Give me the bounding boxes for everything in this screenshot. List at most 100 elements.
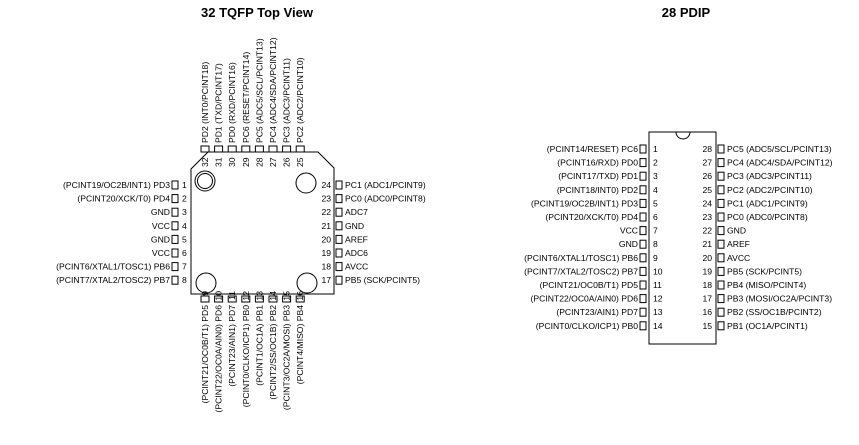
tqfp-pin-label: (PCINT0/CLKO/ICP1) PB0 [241, 305, 251, 407]
tqfp-pin-number: 32 [200, 157, 210, 167]
pdip-pin-label: (PCINT21/OC0B/T1) PD5 [540, 280, 639, 290]
pdip-pin-number: 9 [653, 253, 658, 263]
pdip-pin-label: (PCINT16/RXD) PD0 [557, 158, 638, 168]
pdip-pin-pad [639, 185, 647, 195]
tqfp-pin-number: 28 [254, 157, 264, 167]
tqfp-pin-number: 10 [214, 291, 224, 301]
pdip-pin-pad [717, 198, 725, 208]
tqfp-pin-pad [282, 295, 292, 303]
tqfp-pin-label: PB5 (SCK/PCINT5) [345, 275, 420, 285]
tqfp-pin-pad [335, 194, 343, 204]
tqfp-pin-number: 22 [321, 207, 331, 217]
tqfp-pin-label: ADC6 [345, 248, 368, 258]
pdip-pin-number: 4 [653, 185, 658, 195]
pdip-pin-number: 11 [653, 280, 662, 290]
pdip-pin-pad [717, 280, 725, 290]
tqfp-pin-pad [241, 145, 251, 153]
tqfp-pin-label: (PCINT23/AIN1) PD7 [227, 305, 237, 387]
tqfp-pin-number: 1 [182, 180, 187, 190]
pdip-pin-number: 8 [653, 239, 658, 249]
tqfp-pin-pad [335, 262, 343, 272]
pdip-pin-number: 3 [653, 171, 658, 181]
pdip-pin-label: PC3 (ADC3/PCINT11) [727, 171, 812, 181]
pdip-pin-pad [717, 266, 725, 276]
tqfp-title: 32 TQFP Top View [201, 5, 314, 20]
pdip-pin-number: 25 [702, 185, 712, 195]
tqfp-pin-pad [227, 295, 237, 303]
pdip-body [648, 131, 717, 345]
pdip-pin-number: 16 [702, 307, 712, 317]
tqfp-pin-number: 6 [182, 248, 187, 258]
tqfp-pin-label: (PCINT20/XCK/T0) PD4 [77, 194, 170, 204]
tqfp-pin-label: (PCINT19/OC2B/INT1) PD3 [63, 180, 170, 190]
pdip-pin-number: 12 [653, 294, 663, 304]
tqfp-pin-label: (PCINT6/XTAL1/TOSC1) PB6 [56, 262, 170, 272]
tqfp-pin-number: 15 [282, 291, 292, 301]
pdip-pin-label: (PCINT7/XTAL2/TOSC2) PB7 [524, 266, 638, 276]
pdip-pin-label: (PCINT23/AIN1) PD7 [556, 307, 638, 317]
tqfp-pin-label: ADC7 [345, 207, 368, 217]
pdip-pin-pad [639, 198, 647, 208]
pdip-pin-pad [639, 280, 647, 290]
pdip-pin-pad [639, 171, 647, 181]
tqfp-pin-pad [214, 145, 224, 153]
tqfp-pin-pad [295, 145, 305, 153]
tqfp-pin-number: 31 [214, 157, 224, 167]
pdip-pin-pad [717, 307, 725, 317]
tqfp-pin-label: AVCC [345, 262, 368, 272]
pdip-pin-pad [717, 212, 725, 222]
tqfp-pin-label: GND [345, 221, 364, 231]
tqfp-pin-pad [335, 275, 343, 285]
pdip-pin-number: 10 [653, 266, 663, 276]
pdip-pin-number: 18 [702, 280, 712, 290]
tqfp-corner-dot-bl [195, 272, 217, 294]
tqfp-pin-label: PD2 (INT0/PCINT18) [200, 62, 210, 143]
tqfp-pin-pad [295, 295, 305, 303]
tqfp-pin-number: 29 [241, 157, 251, 167]
pdip-pin-label: VCC [620, 226, 638, 236]
tqfp-pin-label: (PCINT3/OC2A/MOSI) PB3 [282, 305, 292, 410]
tqfp-pin-number: 30 [227, 157, 237, 167]
tqfp-pin-label: GND [151, 234, 170, 244]
pdip-pin-pad [717, 253, 725, 263]
pdip-pin-label: (PCINT18/INT0) PD2 [557, 185, 638, 195]
pdip-pin-pad [717, 321, 725, 331]
tqfp-pin-number: 7 [182, 262, 187, 272]
tqfp-pin-number: 24 [321, 180, 331, 190]
pdip-pin-label: (PCINT17/TXD) PD1 [558, 171, 638, 181]
tqfp-pin-pad [254, 295, 264, 303]
tqfp-pin-pad [171, 248, 179, 258]
pdip-pin-label: PC4 (ADC4/SDA/PCINT12) [727, 158, 833, 168]
tqfp-pin-label: PC2 (ADC2/PCINT10) [295, 57, 305, 143]
pdip-pin-label: PB3 (MOSI/OC2A/PCINT3) [727, 294, 832, 304]
pdip-pin-number: 27 [702, 158, 712, 168]
pdip-pin-label: AVCC [727, 253, 750, 263]
pdip-pin-number: 28 [702, 144, 712, 154]
pdip-pin-pad [639, 307, 647, 317]
pdip-pin-number: 24 [702, 198, 712, 208]
tqfp-pin-number: 9 [200, 291, 210, 296]
pdip-pin-pad [717, 239, 725, 249]
tqfp-pin-number: 13 [254, 291, 264, 301]
tqfp-pin-number: 5 [182, 234, 187, 244]
pdip-pin-pad [639, 294, 647, 304]
pdip-pin-pad [639, 144, 647, 154]
tqfp-pin-pad [171, 262, 179, 272]
pdip-pin-label: GND [619, 239, 638, 249]
tqfp-pin-label: (PCINT4/MISO) PB4 [295, 305, 305, 384]
pdip-pin-number: 6 [653, 212, 658, 222]
pdip-pin-pad [639, 212, 647, 222]
tqfp-pin-number: 8 [182, 275, 187, 285]
pdip-pin-label: PB2 (SS/OC1B/PCINT2) [727, 307, 822, 317]
tqfp-pin-number: 25 [295, 157, 305, 167]
tqfp-pin-label: PC4 (ADC4/SDA/PCINT12) [268, 37, 278, 143]
tqfp-pin-label: PC3 (ADC3/PCINT11) [282, 58, 292, 143]
pdip-title: 28 PDIP [662, 5, 711, 20]
tqfp-pin-pad [227, 145, 237, 153]
tqfp-pin-pad [241, 295, 251, 303]
pdip-pin-number: 22 [702, 226, 712, 236]
tqfp-pin-label: PC6 (RESET/PCINT14) [241, 52, 251, 143]
tqfp-pin-pad [335, 221, 343, 231]
tqfp-pin1-dot-outer [194, 170, 216, 192]
